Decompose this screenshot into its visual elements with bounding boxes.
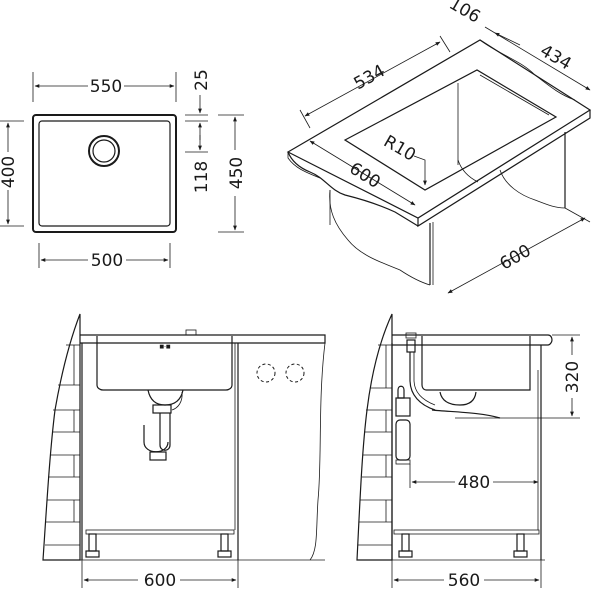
drain-basket — [147, 389, 184, 406]
sink-bowl — [96, 336, 233, 391]
p-trap — [159, 413, 171, 451]
sink-logo: ■-■ — [159, 344, 171, 350]
dim-bowl-depth: 320 — [563, 361, 583, 393]
wall-section — [42, 313, 81, 561]
adjacent-cabinet-break — [309, 342, 326, 561]
dim-rim-depth: 106 — [445, 0, 483, 27]
dim-outer-height: 450 — [227, 157, 247, 189]
side-countertop — [392, 334, 553, 346]
countertop-surface — [286, 39, 592, 219]
dim-inner-depth: 480 — [458, 473, 490, 493]
dim-cabinet-width: 600 — [496, 241, 534, 275]
side-p-trap — [395, 397, 411, 417]
wall-bricks — [45, 344, 80, 546]
overflow-pipe — [406, 339, 416, 353]
top-view: 550 500 400 25 118 450 — [0, 69, 247, 271]
cabinet-break-edge — [329, 189, 431, 286]
dim-inner-height: 400 — [0, 156, 19, 188]
dim-inner-width: 500 — [91, 251, 123, 271]
drain-inner-ring — [92, 139, 116, 163]
dim-outer-width: 550 — [90, 77, 122, 97]
isometric-view: 534 106 434 R10 600 600 — [286, 0, 592, 294]
front-view: ■-■ 600 — [42, 313, 326, 591]
side-wall-bricks — [358, 344, 392, 546]
cabinet-base — [85, 529, 235, 535]
side-view: 320 480 560 — [356, 313, 583, 591]
overflow-cap — [185, 329, 197, 336]
dim-cabinet-depth: 560 — [448, 571, 480, 588]
dim-front-cabinet-width: 600 — [144, 571, 176, 588]
tap-hole-2 — [285, 363, 305, 383]
side-wall-section — [356, 313, 393, 561]
side-sink-bowl — [421, 336, 531, 391]
drain-outer-ring — [88, 135, 120, 167]
dim-corner-radius: R10 — [380, 132, 419, 166]
cabinet-leg — [220, 533, 229, 552]
side-cabinet-leg — [401, 533, 410, 552]
countertop — [80, 334, 326, 344]
cabinet-leg — [88, 533, 97, 552]
dim-counter-depth: 600 — [346, 159, 384, 193]
tap-hole-1 — [256, 363, 276, 383]
dim-cutout-length: 534 — [351, 61, 389, 94]
side-cabinet-leg — [516, 533, 525, 552]
dim-rim-offset: 25 — [192, 69, 212, 91]
sink-bowl-outline — [38, 120, 171, 227]
dim-drain-offset: 118 — [192, 161, 212, 193]
sink-outer-outline — [32, 114, 177, 233]
